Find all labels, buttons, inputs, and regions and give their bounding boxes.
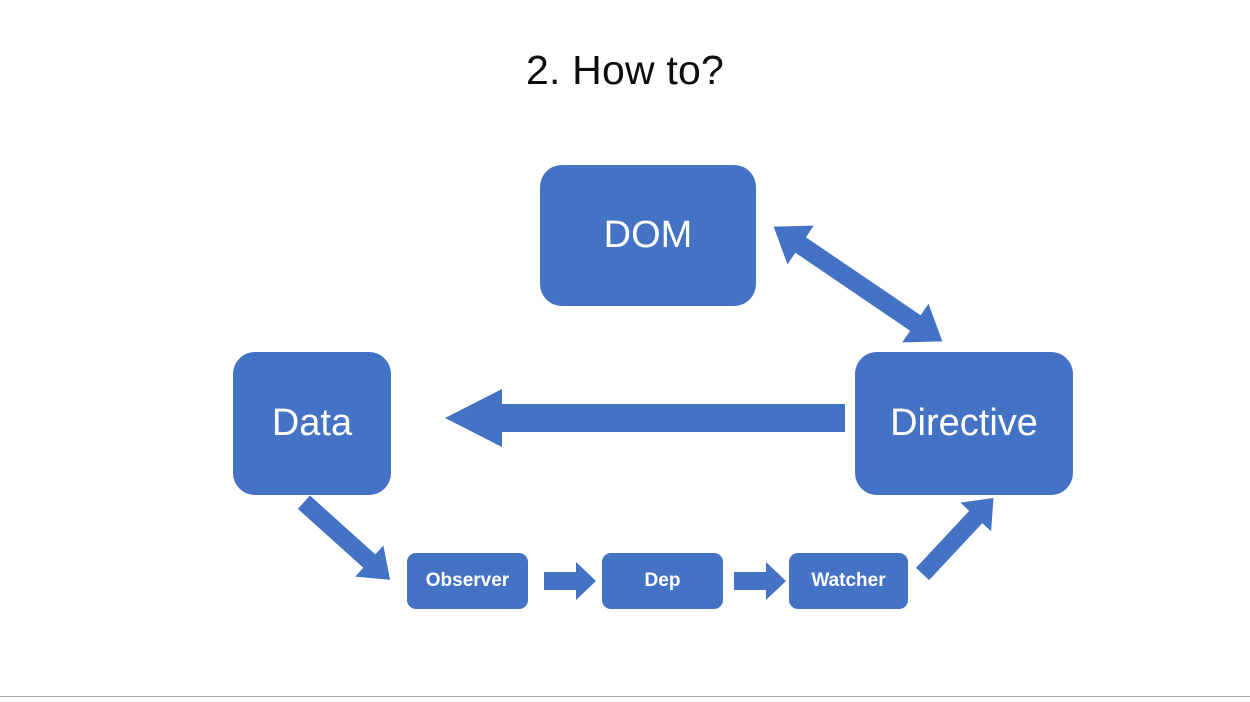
node-directive[interactable]: Directive [855,352,1073,495]
bottom-divider [0,696,1250,697]
node-dep[interactable]: Dep [602,553,723,609]
node-data[interactable]: Data [233,352,391,495]
node-dom[interactable]: DOM [540,165,756,306]
page-title: 2. How to? [526,47,724,93]
node-observer[interactable]: Observer [407,553,528,609]
node-watcher[interactable]: Watcher [789,553,908,609]
